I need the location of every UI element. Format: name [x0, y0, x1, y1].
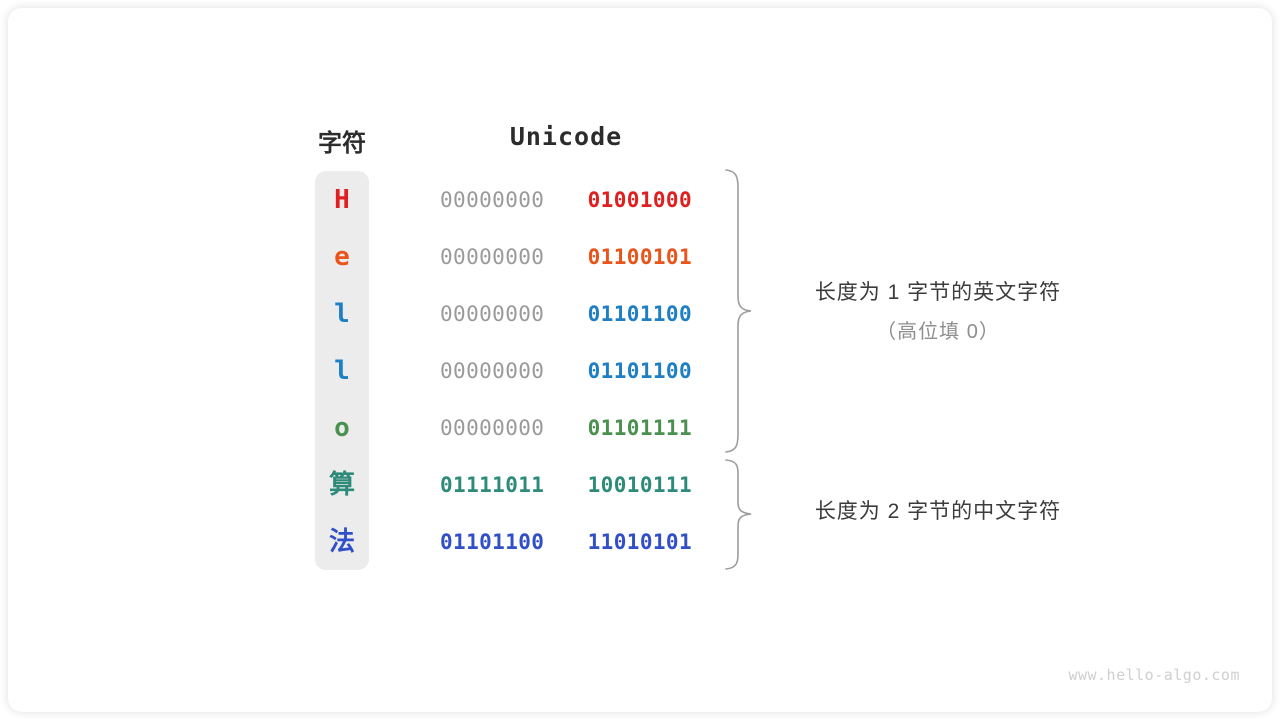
character-cell: 法 — [315, 513, 369, 570]
character-cell: o — [315, 399, 369, 456]
unicode-row: 00000000 01001000 — [440, 171, 692, 228]
unicode-row: 00000000 01101100 — [440, 342, 692, 399]
character-cell: H — [315, 171, 369, 228]
high-byte: 00000000 — [440, 301, 545, 326]
brace-double-byte — [725, 459, 752, 570]
annotation-double-byte-main: 长度为 2 字节的中文字符 — [814, 500, 1062, 523]
high-byte: 01101100 — [440, 529, 545, 554]
unicode-row: 01101100 11010101 — [440, 513, 692, 570]
annotation-double-byte: 长度为 2 字节的中文字符 — [738, 495, 1138, 525]
low-byte: 11010101 — [587, 529, 692, 554]
low-byte: 01101111 — [587, 415, 692, 440]
low-byte: 01100101 — [587, 244, 692, 269]
character-glyph: l — [334, 355, 350, 386]
watermark: www.hello-algo.com — [1068, 666, 1240, 684]
annotation-single-byte: 长度为 1 字节的英文字符 （高位填 0） — [738, 276, 1138, 344]
character-glyph: 算 — [328, 469, 355, 500]
unicode-row: 01111011 10010111 — [440, 456, 692, 513]
low-byte: 01101100 — [587, 358, 692, 383]
low-byte: 01001000 — [587, 187, 692, 212]
brace-single-byte — [725, 169, 752, 453]
character-glyph: e — [334, 241, 350, 272]
character-cell: l — [315, 342, 369, 399]
high-byte: 01111011 — [440, 472, 545, 497]
character-cell: 算 — [315, 456, 369, 513]
high-byte: 00000000 — [440, 244, 545, 269]
annotation-single-byte-sub: （高位填 0） — [876, 321, 1000, 343]
high-byte: 00000000 — [440, 358, 545, 383]
annotation-single-byte-main: 长度为 1 字节的英文字符 — [814, 281, 1062, 304]
character-glyph: 法 — [328, 526, 355, 557]
character-cell: l — [315, 285, 369, 342]
unicode-row: 00000000 01100101 — [440, 228, 692, 285]
character-glyph: H — [334, 184, 350, 215]
character-cell: e — [315, 228, 369, 285]
high-byte: 00000000 — [440, 187, 545, 212]
character-glyph: o — [334, 412, 350, 443]
unicode-row: 00000000 01101100 — [440, 285, 692, 342]
character-glyph: l — [334, 298, 350, 329]
column-header-character: 字符 — [318, 130, 366, 157]
column-header-unicode: Unicode — [509, 122, 623, 151]
high-byte: 00000000 — [440, 415, 545, 440]
unicode-row: 00000000 01101111 — [440, 399, 692, 456]
low-byte: 01101100 — [587, 301, 692, 326]
low-byte: 10010111 — [587, 472, 692, 497]
